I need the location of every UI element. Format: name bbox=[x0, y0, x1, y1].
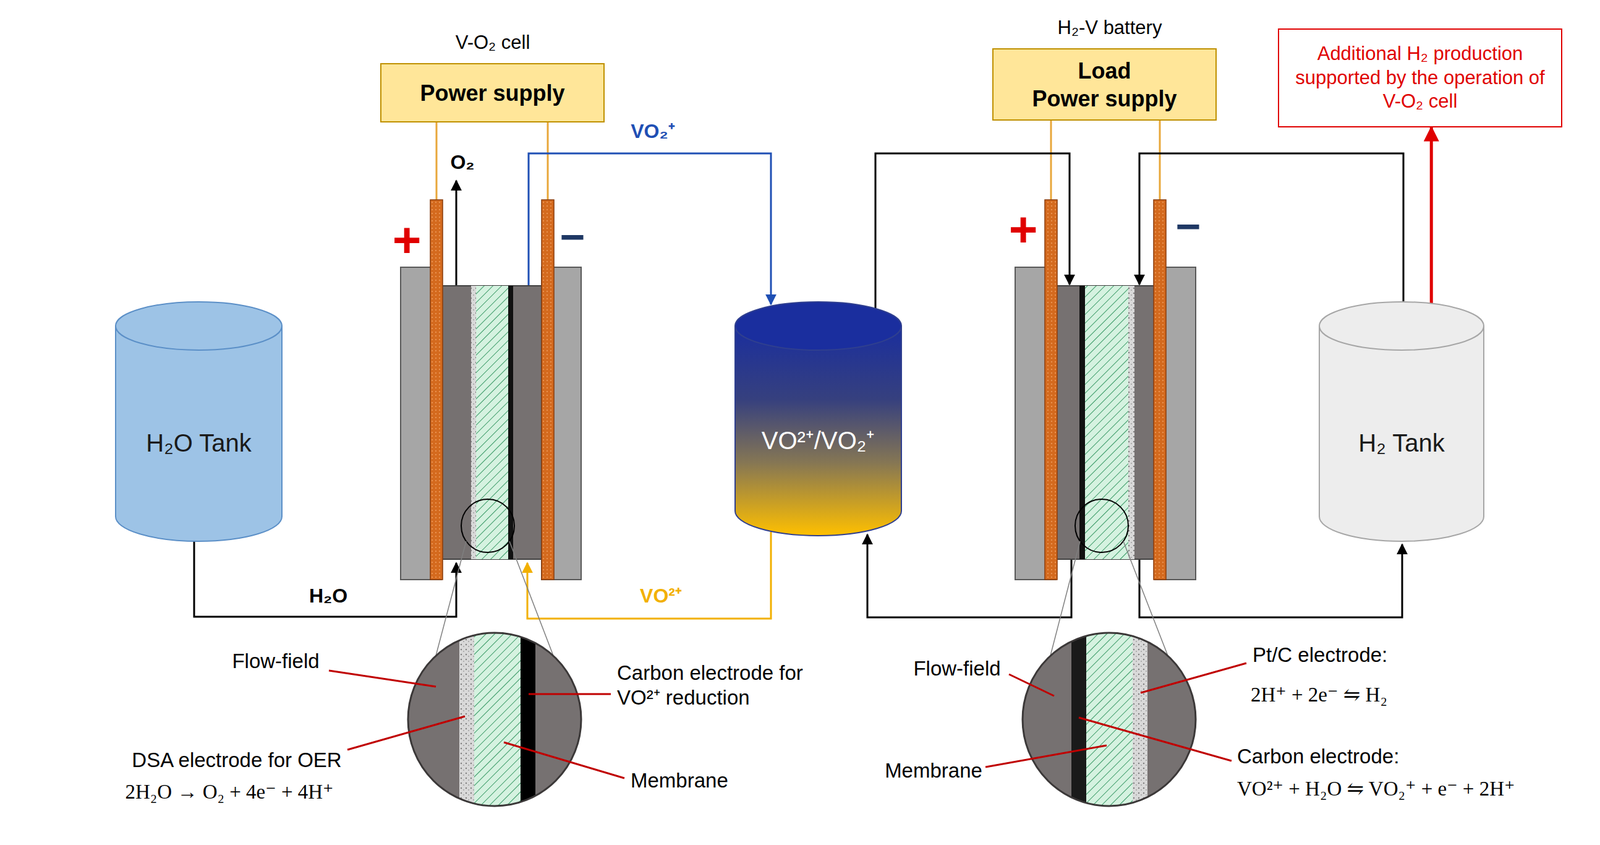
label: Pt/C electrode: bbox=[1252, 642, 1388, 668]
label: Carbon electrode: bbox=[1237, 743, 1400, 769]
membrane bbox=[476, 285, 509, 559]
label: VO²⁺ bbox=[639, 583, 682, 608]
connector-arrow bbox=[1429, 127, 1434, 303]
carbon-electrode bbox=[508, 285, 514, 559]
vanadium-tank: VO²⁺/VO₂⁺ bbox=[734, 301, 903, 536]
label: 2H₂O → O₂ + 4e⁻ + 4H⁺ bbox=[124, 779, 334, 805]
electrode-plate bbox=[1044, 199, 1058, 580]
label: H₂O bbox=[309, 583, 348, 608]
zoom-marker bbox=[461, 498, 515, 553]
wire bbox=[436, 120, 1160, 200]
hydrogen-tank: H₂ Tank bbox=[1318, 301, 1485, 541]
tank-top bbox=[735, 301, 902, 350]
node-text: H₂O Tank bbox=[145, 427, 252, 459]
zoom-circle bbox=[408, 632, 582, 806]
v-o2-cell bbox=[400, 199, 582, 580]
oxygen-arrow bbox=[455, 180, 458, 286]
zoom-detail bbox=[401, 626, 588, 812]
flow-lines bbox=[194, 153, 1404, 619]
wire bbox=[435, 122, 438, 200]
leader-line bbox=[1008, 673, 1055, 696]
leader-line bbox=[328, 670, 436, 687]
label: H₂-V battery bbox=[1057, 16, 1163, 39]
load-power-supply-box: LoadPower supply bbox=[992, 48, 1217, 121]
label: Membrane bbox=[630, 767, 729, 793]
membrane bbox=[474, 626, 521, 812]
pt-c-electrode bbox=[1128, 285, 1135, 559]
water-tank: H₂O Tank bbox=[114, 301, 283, 541]
label: Membrane bbox=[884, 757, 983, 783]
tank-outline bbox=[1318, 301, 1485, 541]
label: Carbon electrode for VO²⁺ reduction bbox=[617, 660, 840, 710]
membrane bbox=[1085, 285, 1129, 559]
label: VO₂⁺ bbox=[630, 119, 675, 143]
power-supply-box: Power supply bbox=[380, 63, 605, 123]
label: + bbox=[1008, 199, 1039, 260]
leader-line bbox=[503, 741, 625, 778]
node-text: Power supply bbox=[419, 79, 565, 107]
electrode-plate bbox=[541, 199, 554, 580]
label: VO²⁺ + H₂O ⇋ VO₂⁺ + e⁻ + 2H⁺ bbox=[1237, 776, 1515, 802]
flow-field bbox=[441, 285, 542, 559]
note-box: Additional H₂ production supported by th… bbox=[1277, 28, 1563, 128]
node-text: Load bbox=[1078, 56, 1132, 85]
label: Flow-field bbox=[231, 648, 320, 674]
leader-line bbox=[347, 715, 465, 750]
label: − bbox=[1175, 200, 1202, 253]
tank-top bbox=[115, 301, 282, 350]
zoom-marker bbox=[1075, 498, 1129, 553]
wire bbox=[1050, 120, 1053, 200]
tank-body bbox=[1319, 325, 1484, 541]
node-text: Additional H₂ production supported by th… bbox=[1289, 42, 1552, 114]
label: O₂ bbox=[450, 150, 475, 174]
pt-c-electrode bbox=[1132, 626, 1148, 812]
h2-v-cell bbox=[1015, 199, 1196, 580]
zoom-detail bbox=[1016, 626, 1202, 812]
tank-body bbox=[115, 325, 282, 541]
leader-line bbox=[528, 693, 611, 695]
node-text: VO²⁺/VO₂⁺ bbox=[761, 424, 876, 456]
zoom-circle bbox=[1022, 632, 1196, 806]
leader-line bbox=[1140, 662, 1247, 693]
tank-body bbox=[735, 325, 902, 536]
wire bbox=[1159, 120, 1162, 200]
node-text: H₂ Tank bbox=[1358, 427, 1445, 459]
flow-field bbox=[401, 626, 588, 812]
flow-field bbox=[1055, 285, 1155, 559]
carbon-electrode bbox=[1079, 285, 1086, 559]
dsa-electrode bbox=[471, 285, 477, 559]
carbon-electrode bbox=[520, 626, 536, 812]
leader-line bbox=[985, 744, 1107, 767]
label: − bbox=[560, 210, 586, 263]
dsa-electrode bbox=[459, 626, 475, 812]
tank-outline bbox=[734, 301, 903, 536]
label: 2H⁺ + 2e⁻ ⇋ H₂ bbox=[1250, 682, 1388, 708]
zoom-guides bbox=[435, 540, 1168, 656]
zoom-guide bbox=[1050, 540, 1081, 656]
membrane bbox=[1086, 626, 1133, 812]
node-text: Power supply bbox=[1031, 84, 1177, 113]
electrode-plate bbox=[430, 199, 443, 580]
electrode-plate bbox=[1153, 199, 1166, 580]
flow-field bbox=[1016, 626, 1202, 812]
tank-top bbox=[1319, 301, 1484, 350]
wire bbox=[547, 122, 549, 200]
label: DSA electrode for OER bbox=[131, 747, 342, 773]
leader-line bbox=[1078, 717, 1232, 761]
label: + bbox=[392, 210, 422, 270]
label: Flow-field bbox=[913, 655, 1001, 681]
tank-outline bbox=[114, 301, 283, 541]
label: V-O₂ cell bbox=[455, 30, 531, 54]
